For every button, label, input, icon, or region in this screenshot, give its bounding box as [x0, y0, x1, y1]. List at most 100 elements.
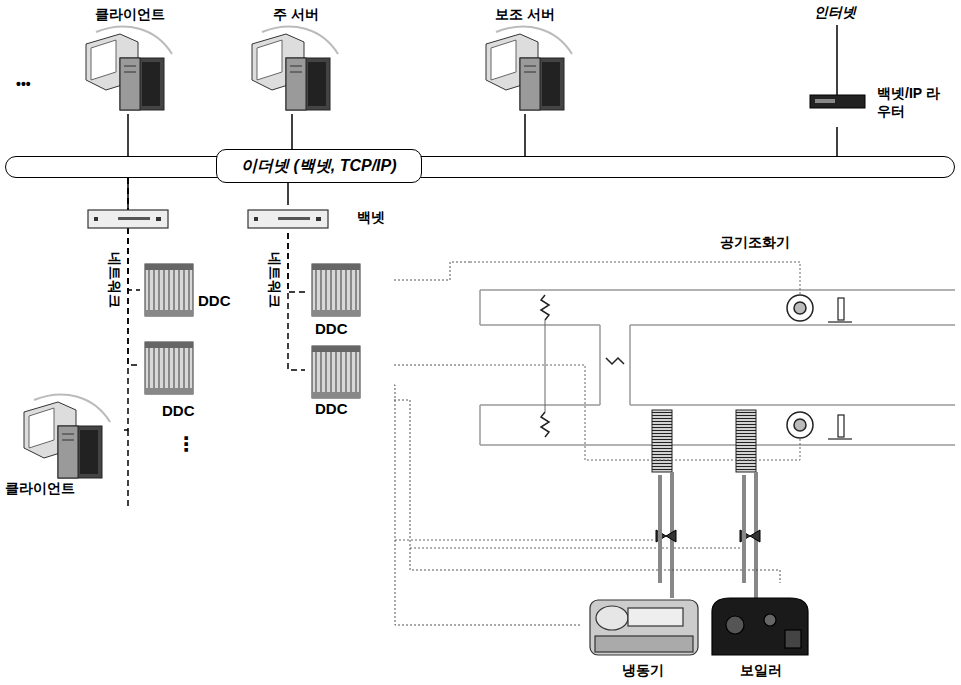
boiler-icon-part	[712, 598, 808, 655]
main-server: 주 서버	[246, 4, 346, 114]
computer-icon-part	[24, 395, 110, 478]
bus-connector	[836, 127, 838, 156]
gateway-icon	[88, 210, 168, 228]
gateway-icon-part	[88, 210, 168, 228]
boiler: 보일러	[708, 583, 813, 680]
fan-part	[794, 419, 806, 431]
client-computer: 클라이언트	[75, 4, 185, 114]
node-label: 공기조화기	[720, 234, 961, 252]
damper-part	[606, 358, 624, 364]
net-connector	[288, 233, 305, 292]
sensor-part	[828, 321, 852, 322]
node-label: 클라이언트	[75, 6, 185, 24]
boiler-icon	[712, 598, 808, 655]
network-stub-part	[127, 430, 129, 510]
router-icon-part	[815, 99, 835, 103]
gateway-icon-part	[118, 217, 150, 220]
node-label: 보일러	[708, 662, 813, 680]
pipe-connector	[742, 475, 746, 583]
node-label: 클라이언트	[5, 480, 127, 498]
control-wire	[395, 262, 800, 548]
node-label: 백넷	[357, 209, 623, 227]
air-handler-duct-part	[480, 444, 955, 446]
gateway-icon-part	[94, 217, 98, 221]
computer-icon-part	[486, 27, 572, 110]
boiler-icon-part	[726, 616, 744, 634]
sensor-part	[838, 415, 844, 437]
computer-icon-part	[252, 27, 338, 110]
sensor-part	[838, 298, 844, 320]
bacnet-ip-router: 백넷/IP 라우터	[805, 85, 945, 127]
chiller-icon-part	[595, 636, 693, 652]
computer-icon-part	[86, 27, 172, 110]
air-handling-unit: 공기조화기	[470, 230, 961, 475]
control-wire-part	[395, 540, 655, 541]
sensor	[828, 298, 852, 439]
node-label: 백넷/IP 라우터	[877, 85, 941, 120]
pipe-connector	[658, 475, 662, 583]
damper-part	[541, 295, 549, 320]
air-handler-duct-part	[630, 404, 955, 406]
air-handler-duct-part	[630, 324, 955, 326]
net-connector	[128, 178, 140, 365]
wire-connector	[394, 365, 470, 366]
ellipsis-mark: •••	[16, 76, 31, 93]
boiler-icon-part	[764, 614, 776, 626]
fan	[787, 295, 813, 438]
client-computer: 클라이언트	[2, 392, 124, 502]
internet-label: 인터넷	[814, 4, 856, 21]
control-wire-part	[470, 365, 800, 460]
coil-part	[652, 410, 672, 472]
router-icon-part	[836, 25, 838, 95]
bus-connector	[524, 114, 526, 156]
node-label: DDC	[315, 400, 404, 419]
fan-part	[794, 302, 806, 314]
fan-part	[787, 295, 813, 321]
bacnet-gateway: 백넷	[245, 205, 511, 233]
control-wire-part	[410, 548, 740, 549]
ddc-controller-icon-part	[312, 346, 360, 398]
net-connector	[128, 178, 140, 290]
computer-icon	[24, 27, 572, 478]
air-handler-duct-part	[629, 325, 631, 405]
boiler-icon-part	[785, 630, 801, 648]
ddc-controller: DDC	[305, 260, 394, 340]
sensor-part	[828, 438, 852, 439]
air-handler-duct-part	[599, 325, 601, 405]
node-label: 보조 서버	[470, 6, 580, 24]
bus-connector	[127, 114, 129, 156]
bus-label: 이더넷 (백넷, TCP/IP)	[216, 149, 422, 183]
ddc-controller: DDC	[305, 343, 394, 421]
air-handler-duct-part	[479, 290, 481, 445]
damper	[541, 295, 624, 437]
fan-part	[787, 412, 813, 438]
wire-connector	[394, 400, 780, 583]
network-stub	[128, 430, 129, 510]
gateway-icon-part	[156, 217, 161, 221]
ellipsis-mark: ⋮	[176, 432, 196, 456]
gateway-icon	[248, 210, 328, 228]
chiller-icon	[590, 600, 698, 655]
wire-connector	[394, 262, 470, 280]
chiller-icon-part	[596, 606, 628, 630]
air-handler-duct-part	[480, 324, 600, 326]
control-wire-part	[470, 262, 800, 295]
chiller-icon-part	[590, 600, 698, 655]
gateway-icon-part	[248, 210, 328, 228]
air-handler-duct	[480, 290, 955, 445]
ethernet-bus: 이더넷 (백넷, TCP/IP)	[5, 156, 955, 178]
damper-part	[545, 320, 546, 412]
air-handler-duct-part	[480, 289, 955, 291]
router-icon-part	[810, 95, 865, 108]
ddc-controller-icon-part	[145, 264, 193, 316]
pipe	[672, 472, 756, 600]
ddc-controller-icon-part	[145, 342, 193, 394]
network-label: 네트워크	[266, 252, 283, 308]
net-connector	[288, 233, 305, 370]
chiller-icon-part	[628, 608, 683, 626]
network-label: 네트워크	[106, 252, 123, 308]
